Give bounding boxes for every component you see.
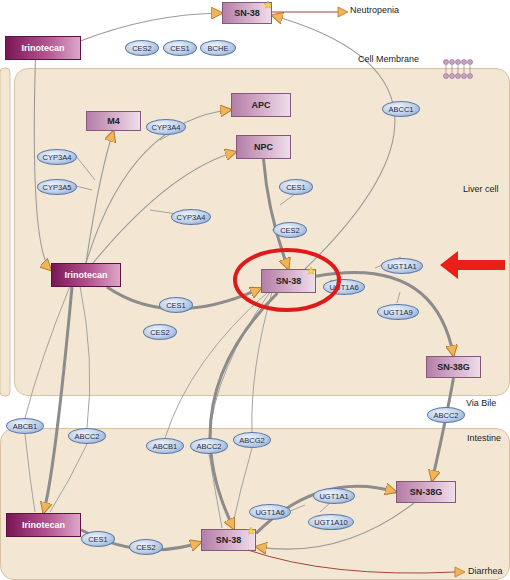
node-label: BCHE (208, 44, 229, 53)
lipid-head (468, 60, 473, 65)
node-label: CES2 (150, 328, 170, 337)
node-label: ABCC2 (196, 442, 221, 451)
enzyme-oval: CES2 (129, 539, 163, 555)
node-label: ABCC1 (388, 105, 413, 114)
metabolite-box: APC (231, 93, 291, 117)
enzyme-oval: ABCC2 (190, 438, 228, 454)
cell-region: IntestineUGT1A1 SN-38G UGT1A6UGT1A10 Irinot… (0, 428, 510, 580)
effect-line (272, 12, 340, 13)
node-label: Irinotecan (64, 270, 107, 280)
node-label: CES1 (170, 44, 190, 53)
flow-arrow (81, 13, 222, 41)
metabolite-box: SN-38 (222, 2, 272, 24)
node-label: CES1 (88, 535, 108, 544)
cell-region: Liver cellAPCM4CYP3A4CYP3A5CYP3A4NPCCES1… (14, 68, 510, 396)
metabolite-box: SN-38G (426, 356, 481, 378)
node-label: CYP3A4 (152, 123, 181, 132)
annotation-label: Diarrhea (468, 566, 503, 576)
enzyme-oval: UGT1A1 (381, 258, 423, 274)
node-label: SN-38G (410, 487, 443, 497)
node-label: CES2 (280, 226, 300, 235)
node-label: CYP3A5 (43, 183, 72, 192)
node-label: SN-38 (234, 8, 260, 18)
annotation-label: Cell Membrane (358, 54, 419, 64)
node-label: APC (251, 100, 270, 110)
node-label: UGT1A9 (383, 308, 412, 317)
region-label: Liver cell (463, 184, 499, 194)
metabolite-box: SN-38G (396, 481, 456, 503)
enzyme-oval: CYP3A4 (171, 209, 211, 225)
node-label: UGT1A6 (329, 283, 358, 292)
enzyme-oval: CYP3A4 (37, 149, 77, 165)
node-label: UGT1A1 (319, 492, 348, 501)
metabolite-box: M4 (86, 111, 141, 131)
enzyme-oval: ABCC2 (427, 407, 465, 423)
node-label: M4 (107, 116, 120, 126)
node-label: ABCC2 (433, 411, 458, 420)
enzyme-oval: CES2 (273, 222, 307, 238)
enzyme-oval: CES1 (163, 40, 197, 56)
node-label: UGT1A10 (314, 518, 347, 527)
region-label: Intestine (467, 433, 501, 443)
lipid-head (450, 60, 455, 65)
enzyme-oval: CES1 (159, 297, 193, 313)
enzyme-oval: ABCC2 (68, 428, 106, 444)
node-label: SN-38 (216, 535, 242, 545)
node-label: Irinotecan (22, 520, 65, 530)
enzyme-oval: UGT1A9 (377, 304, 419, 320)
metabolite-box: NPC (236, 135, 291, 159)
node-label: UGT1A1 (387, 262, 416, 271)
enzyme-oval: ABCG2 (233, 432, 271, 448)
node-label: CYP3A4 (43, 153, 72, 162)
effect-arrow (338, 7, 348, 17)
drug-box: Irinotecan (51, 263, 121, 287)
node-label: ABCB1 (153, 442, 178, 451)
enzyme-oval: ABCC1 (382, 101, 420, 117)
lipid-head (462, 60, 467, 65)
enzyme-oval: CES1 (279, 179, 313, 195)
enzyme-oval: CES2 (143, 324, 177, 340)
node-label: SN-38G (437, 362, 470, 372)
enzyme-oval: ABCB1 (146, 438, 184, 454)
metabolite-box: SN-38 (201, 529, 256, 551)
enzyme-oval: CES2 (125, 40, 159, 56)
lipid-head (456, 60, 461, 65)
node-label: CES2 (132, 44, 152, 53)
enzyme-oval: UGT1A6 (249, 504, 291, 520)
enzyme-oval: UGT1A10 (308, 514, 354, 530)
enzyme-oval: ABCB1 (6, 418, 44, 434)
node-label: NPC (254, 142, 273, 152)
enzyme-oval: UGT1A1 (313, 488, 355, 504)
drug-box: Irinotecan (5, 36, 81, 60)
annotation-label: Neutropenia (350, 5, 399, 15)
enzyme-oval: BCHE (200, 40, 236, 56)
node-label: ABCC2 (74, 432, 99, 441)
annotation-label: Via Bile (466, 398, 496, 408)
node-label: CES1 (166, 301, 186, 310)
neighbor-cell (0, 68, 10, 396)
node-label: SN-38 (276, 276, 302, 286)
drug-box: Irinotecan (6, 513, 81, 537)
node-label: Irinotecan (21, 43, 64, 53)
node-label: ABCG2 (239, 436, 264, 445)
enzyme-oval: UGT1A6 (323, 279, 365, 295)
lipid-head (444, 60, 449, 65)
metabolite-box: SN-38 (261, 269, 316, 293)
enzyme-oval: CYP3A5 (37, 179, 77, 195)
node-label: ABCB1 (13, 422, 38, 431)
node-label: CYP3A4 (177, 213, 206, 222)
node-label: CES2 (136, 543, 156, 552)
node-label: CES1 (286, 183, 306, 192)
node-label: UGT1A6 (255, 508, 284, 517)
enzyme-oval: CES1 (81, 531, 115, 547)
enzyme-oval: CYP3A4 (146, 119, 186, 135)
